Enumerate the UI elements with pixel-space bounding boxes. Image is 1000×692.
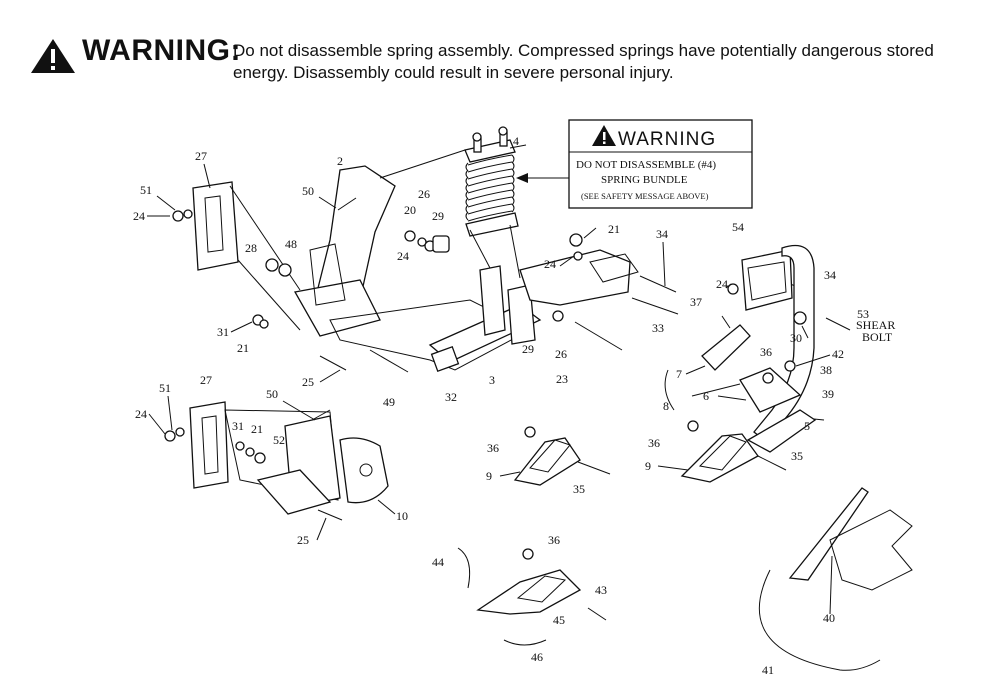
label-34-center: 34 bbox=[656, 227, 668, 241]
label-35-center: 35 bbox=[573, 482, 585, 496]
label-43: 43 bbox=[595, 583, 607, 597]
point-bottom bbox=[457, 547, 607, 646]
label-21-left: 21 bbox=[237, 341, 249, 355]
label-35-right: 35 bbox=[791, 449, 803, 463]
label-24-lower: 24 bbox=[135, 407, 147, 421]
label-53: 53 bbox=[857, 307, 869, 321]
upper-hardware bbox=[172, 197, 851, 373]
decal-line-1: DO NOT DISASSEMBLE (#4) bbox=[576, 159, 716, 171]
label-36-center: 36 bbox=[487, 441, 499, 455]
shank-assembly bbox=[664, 244, 825, 453]
label-28: 28 bbox=[245, 241, 257, 255]
warning-triangle-icon bbox=[31, 39, 75, 73]
sweep bbox=[758, 487, 913, 671]
shear-bolt-line-1: SHEAR bbox=[856, 318, 895, 332]
label-31-upper: 31 bbox=[217, 325, 229, 339]
shear-bolt-line-2: BOLT bbox=[862, 330, 893, 344]
label-50-lower: 50 bbox=[266, 387, 278, 401]
label-37: 37 bbox=[690, 295, 702, 309]
label-24-far-right: 24 bbox=[716, 277, 728, 291]
label-9-right: 9 bbox=[645, 459, 651, 473]
label-33: 33 bbox=[652, 321, 664, 335]
label-23: 23 bbox=[556, 372, 568, 386]
decal-line-2: SPRING BUNDLE bbox=[601, 174, 688, 186]
label-24-upper: 24 bbox=[133, 209, 145, 223]
label-24-mid: 24 bbox=[397, 249, 409, 263]
label-54: 54 bbox=[732, 220, 744, 234]
label-5: 5 bbox=[804, 419, 810, 433]
part-labels: 27 51 24 2 50 26 20 29 24 4 28 48 31 21 … bbox=[133, 134, 895, 677]
label-26-upper: 26 bbox=[418, 187, 430, 201]
label-6: 6 bbox=[703, 389, 709, 403]
label-42: 42 bbox=[832, 347, 844, 361]
point-right bbox=[680, 420, 787, 483]
label-8: 8 bbox=[663, 399, 669, 413]
label-32: 32 bbox=[445, 390, 457, 404]
warning-heading: WARNING: bbox=[82, 34, 241, 67]
lower-mount bbox=[164, 401, 389, 521]
spring-bundle bbox=[464, 126, 519, 237]
label-20: 20 bbox=[404, 203, 416, 217]
label-38: 38 bbox=[820, 363, 832, 377]
warning-header: WARNING: Do not disassemble spring assem… bbox=[30, 32, 990, 92]
label-4: 4 bbox=[513, 134, 519, 148]
label-41: 41 bbox=[762, 663, 774, 677]
label-29-upper: 29 bbox=[432, 209, 444, 223]
label-24-right: 24 bbox=[544, 257, 556, 271]
label-34-right: 34 bbox=[824, 268, 836, 282]
label-36-right-top: 36 bbox=[760, 345, 772, 359]
label-25-lower: 25 bbox=[297, 533, 309, 547]
warning-decal: WARNING DO NOT DISASSEMBLE (#4) SPRING B… bbox=[568, 119, 753, 209]
label-10: 10 bbox=[396, 509, 408, 523]
label-44: 44 bbox=[432, 555, 444, 569]
label-48: 48 bbox=[285, 237, 297, 251]
label-45: 45 bbox=[553, 613, 565, 627]
label-2: 2 bbox=[337, 154, 343, 168]
label-3: 3 bbox=[489, 373, 495, 387]
label-36-right: 36 bbox=[648, 436, 660, 450]
label-29-lower: 29 bbox=[522, 342, 534, 356]
label-26-lower: 26 bbox=[555, 347, 567, 361]
label-50-upper: 50 bbox=[302, 184, 314, 198]
decal-line-3: (SEE SAFETY MESSAGE ABOVE) bbox=[581, 191, 709, 201]
label-39: 39 bbox=[822, 387, 834, 401]
decal-title: WARNING bbox=[618, 129, 716, 150]
label-7: 7 bbox=[676, 367, 682, 381]
label-30: 30 bbox=[790, 331, 802, 345]
label-31-lower: 31 bbox=[232, 419, 244, 433]
label-36-bottom: 36 bbox=[548, 533, 560, 547]
label-46: 46 bbox=[531, 650, 543, 664]
label-51-upper: 51 bbox=[140, 183, 152, 197]
point-center bbox=[513, 426, 611, 486]
leader-lines bbox=[147, 144, 833, 615]
label-27-lower: 27 bbox=[200, 373, 212, 387]
label-25-upper: 25 bbox=[302, 375, 314, 389]
main-frame bbox=[192, 149, 639, 373]
label-49: 49 bbox=[383, 395, 395, 409]
label-40: 40 bbox=[823, 611, 835, 625]
label-21-upper-right: 21 bbox=[608, 222, 620, 236]
label-21-lower: 21 bbox=[251, 422, 263, 436]
label-52: 52 bbox=[273, 433, 285, 447]
label-27-upper: 27 bbox=[195, 149, 207, 163]
warning-message: Do not disassemble spring assembly. Comp… bbox=[233, 41, 934, 82]
label-51-lower: 51 bbox=[159, 381, 171, 395]
label-9-center: 9 bbox=[486, 469, 492, 483]
